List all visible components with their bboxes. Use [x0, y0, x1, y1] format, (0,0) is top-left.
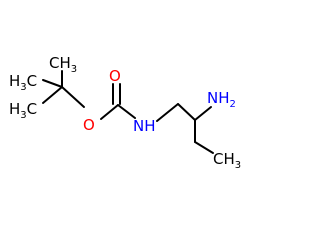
bond-ch-nh2 [194, 106, 212, 121]
methyl-left-bottom-h: H [9, 100, 20, 118]
bond-ethyl-methyl [194, 141, 214, 154]
amine-nh2-label: NH2 [207, 89, 236, 110]
methyl-left-bottom-subscript: 3 [20, 110, 26, 121]
methyl-right-text: CH [213, 150, 235, 168]
methyl-right-subscript: 3 [235, 160, 241, 171]
ester-oxygen-label: O [83, 116, 95, 134]
bond-lines [42, 70, 214, 154]
methyl-left-top-subscript: 3 [20, 82, 26, 93]
methyl-left-top-h: H [9, 72, 20, 90]
bond-nh-methylene [156, 103, 179, 122]
methyl-top-label: CH3 [49, 54, 77, 75]
bond-ester-oxygen-carbonyl [100, 104, 119, 120]
methyl-right-label: CH3 [213, 150, 241, 171]
methyl-left-top-label: H3C [9, 72, 37, 93]
bond-quaternary-ester-oxygen [61, 86, 85, 108]
bond-carbonyl-nh [117, 104, 136, 119]
bond-quaternary-methyl-left-top [42, 79, 63, 88]
amide-nh-label: NH [133, 117, 156, 135]
methyl-left-top-c: C [27, 72, 37, 90]
carbonyl-oxygen-label: O [109, 67, 121, 85]
amine-nh-text: NH [207, 89, 230, 107]
methyl-top-text: CH [49, 54, 71, 72]
methyl-left-bottom-label: H3C [9, 100, 37, 121]
methyl-top-subscript: 3 [71, 64, 77, 75]
bond-quaternary-methyl-left-bottom [42, 86, 63, 104]
methyl-left-bottom-c: C [27, 100, 37, 118]
chemical-structure: O O NH NH2 CH3 H3C H3C CH3 [9, 54, 241, 171]
amine-subscript: 2 [230, 99, 236, 110]
bond-methylene-ch [177, 103, 196, 121]
